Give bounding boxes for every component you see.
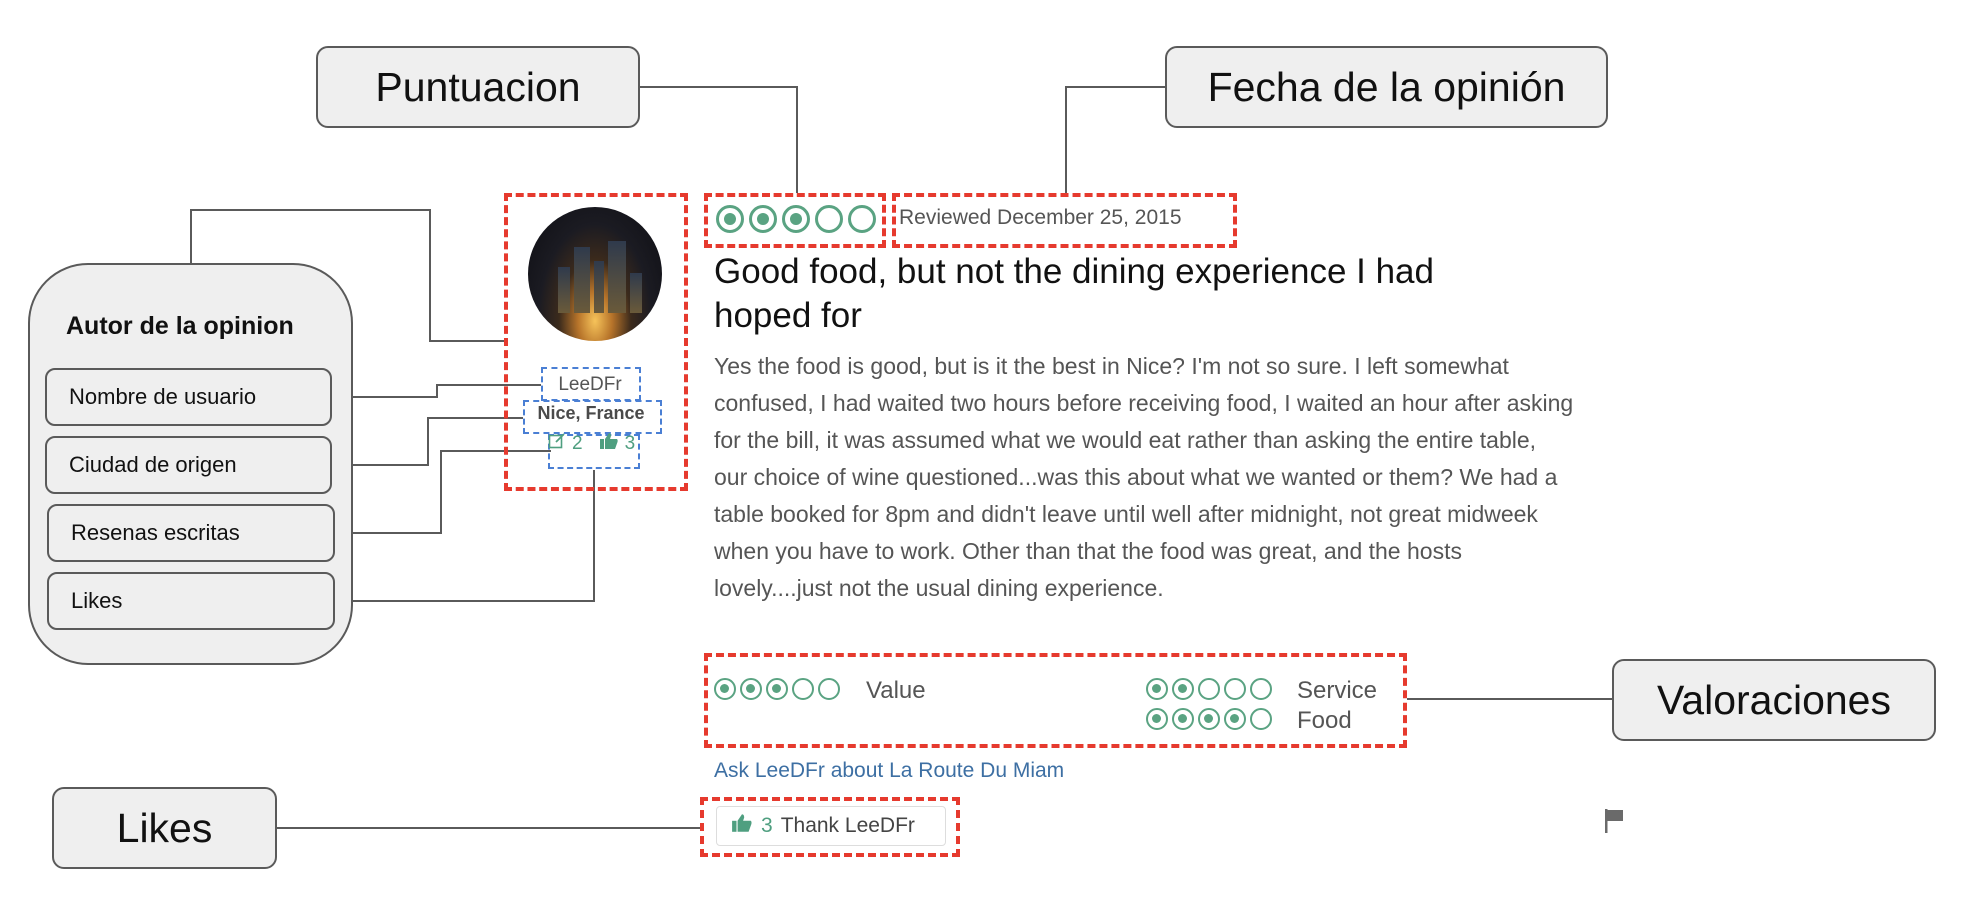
reviews-count: 2 [572, 433, 583, 454]
reviewer-stats: 2 3 [548, 432, 638, 456]
sub-rating-service-label: Service [1297, 677, 1378, 704]
thank-label: Thank LeeDFr [780, 814, 915, 837]
rating-bubble [716, 205, 744, 233]
thank-count: 3 [761, 814, 773, 837]
callout-puntuacion-label: Puntuacion [375, 63, 581, 110]
sub-rating-value-bubble [818, 678, 840, 700]
field-username-label: Nombre de usuario [69, 384, 257, 409]
sub-rating-food-label: Food [1297, 707, 1352, 734]
highlight-date [892, 193, 1237, 248]
callout-valoraciones-label: Valoraciones [1657, 676, 1891, 723]
sub-rating-value-bubble [714, 678, 736, 700]
reviewer-username[interactable]: LeeDFr [558, 374, 622, 395]
flag-icon[interactable] [1604, 808, 1626, 839]
sub-rating-food-bubble [1198, 708, 1220, 730]
sub-rating-service-bubble [1250, 678, 1272, 700]
field-city: Ciudad de origen [45, 436, 332, 494]
thumbs-up-icon [731, 813, 753, 839]
highlight-stats [548, 434, 640, 469]
sub-rating-value-bubble [792, 678, 814, 700]
sub-rating-value-bubble [766, 678, 788, 700]
field-username: Nombre de usuario [45, 368, 332, 426]
field-city-label: Ciudad de origen [69, 452, 237, 477]
rating-bubble [782, 205, 810, 233]
highlight-city [523, 400, 662, 434]
thank-button[interactable]: 3 Thank LeeDFr [716, 806, 946, 846]
callout-fecha: Fecha de la opinión [1165, 46, 1608, 128]
rating-bubble [749, 205, 777, 233]
field-likes: Likes [47, 572, 335, 630]
highlight-author [504, 193, 688, 491]
field-reviews: Resenas escritas [47, 504, 335, 562]
callout-fecha-label: Fecha de la opinión [1207, 63, 1566, 110]
sub-rating-food-bubble [1146, 708, 1168, 730]
field-likes-label: Likes [71, 588, 123, 613]
likes-count: 3 [624, 433, 636, 454]
avatar[interactable] [528, 207, 662, 341]
rating-bubble [815, 205, 843, 233]
sub-rating-value-bubble [740, 678, 762, 700]
sub-rating-service-bubble [1172, 678, 1194, 700]
sub-rating-food-bubble [1250, 708, 1272, 730]
callout-likes: Likes [52, 787, 277, 869]
highlight-thank [700, 797, 960, 857]
connector-puntuacion [640, 86, 798, 193]
callout-valoraciones: Valoraciones [1612, 659, 1936, 741]
review-body: Yes the food is good, but is it the best… [714, 353, 1574, 601]
review-date: Reviewed December 25, 2015 [899, 206, 1182, 229]
sub-rating-service-bubble [1224, 678, 1246, 700]
callout-likes-label: Likes [116, 804, 213, 851]
field-reviews-label: Resenas escritas [71, 520, 240, 545]
sub-rating-value-label: Value [866, 677, 926, 704]
callout-puntuacion: Puntuacion [316, 46, 640, 128]
connector-city [332, 417, 523, 466]
sub-rating-food-bubble [1172, 708, 1194, 730]
sub-rating-service-bubble [1198, 678, 1220, 700]
reviewer-city: Nice, France [537, 403, 645, 423]
thumbs-up-icon [599, 432, 619, 456]
sub-rating-service-bubble [1146, 678, 1168, 700]
edit-icon [548, 432, 566, 456]
highlight-rating [704, 193, 886, 248]
ask-reviewer-link[interactable]: Ask LeeDFr about La Route Du Miam [714, 759, 1065, 782]
review-title[interactable]: Good food, but not the dining experience… [714, 252, 1434, 335]
connector-fecha [1065, 86, 1165, 193]
highlight-sub-ratings [704, 653, 1407, 748]
sub-rating-food-bubble [1224, 708, 1246, 730]
author-group-title: Autor de la opinion [66, 312, 294, 340]
rating-bubble [848, 205, 876, 233]
